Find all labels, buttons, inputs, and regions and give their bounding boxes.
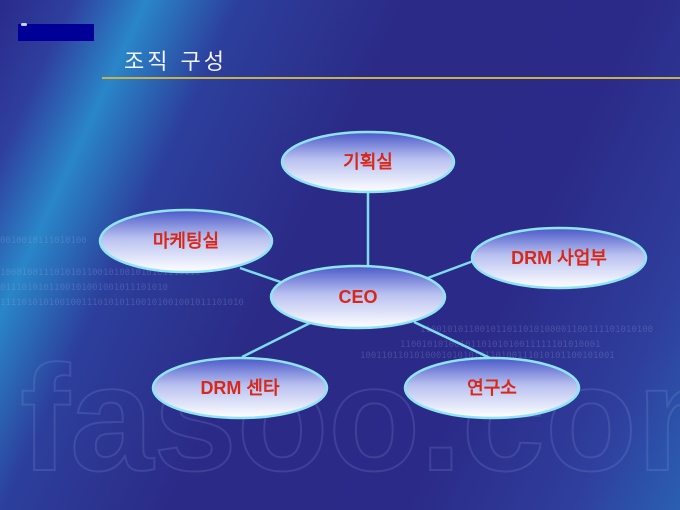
node-ceo[interactable]: CEO — [269, 264, 447, 330]
node-label: CEO — [338, 287, 377, 307]
svg-text:100010011101010110010100101010: 1000100111010101100101001010101110110 — [0, 268, 200, 278]
node-label: 기획실 — [343, 152, 393, 172]
connector-drm-business — [424, 258, 477, 281]
svg-text:0010010111010100: 0010010111010100 — [0, 236, 87, 246]
svg-text:011101010110010100100101110101: 0111010101100101001001011101010 — [0, 283, 168, 293]
logo-mark — [21, 23, 27, 26]
node-research[interactable]: 연구소 — [403, 356, 581, 420]
svg-text:110010101100101101101010000110: 1100101011001011011010100001100111101010… — [420, 325, 653, 335]
node-label: 마케팅실 — [153, 231, 219, 251]
svg-text:111101010100100111010101100101: 1111010101001001110101011001010010010111… — [0, 298, 244, 308]
svg-text:110010101001011010101001111110: 1100101010010110101010011111101010001 — [400, 340, 600, 350]
connector-research — [413, 320, 491, 360]
slide-title: 조직 구성 — [124, 50, 227, 75]
connector-drm-center — [241, 321, 311, 359]
node-planning[interactable]: 기획실 — [280, 130, 456, 194]
node-label: DRM 센타 — [200, 378, 280, 398]
node-label: DRM 사업부 — [511, 248, 607, 268]
node-label: 연구소 — [467, 378, 517, 398]
node-drm-business[interactable]: DRM 사업부 — [470, 226, 648, 290]
logo-box — [18, 24, 94, 41]
title-underline — [102, 77, 680, 79]
node-drm-center[interactable]: DRM 센타 — [151, 356, 329, 420]
background-watermark: 0010010111010100 10001001110101011001010… — [0, 236, 680, 503]
watermark-text: fasoo.com — [20, 334, 680, 502]
node-marketing[interactable]: 마케팅실 — [98, 208, 274, 274]
